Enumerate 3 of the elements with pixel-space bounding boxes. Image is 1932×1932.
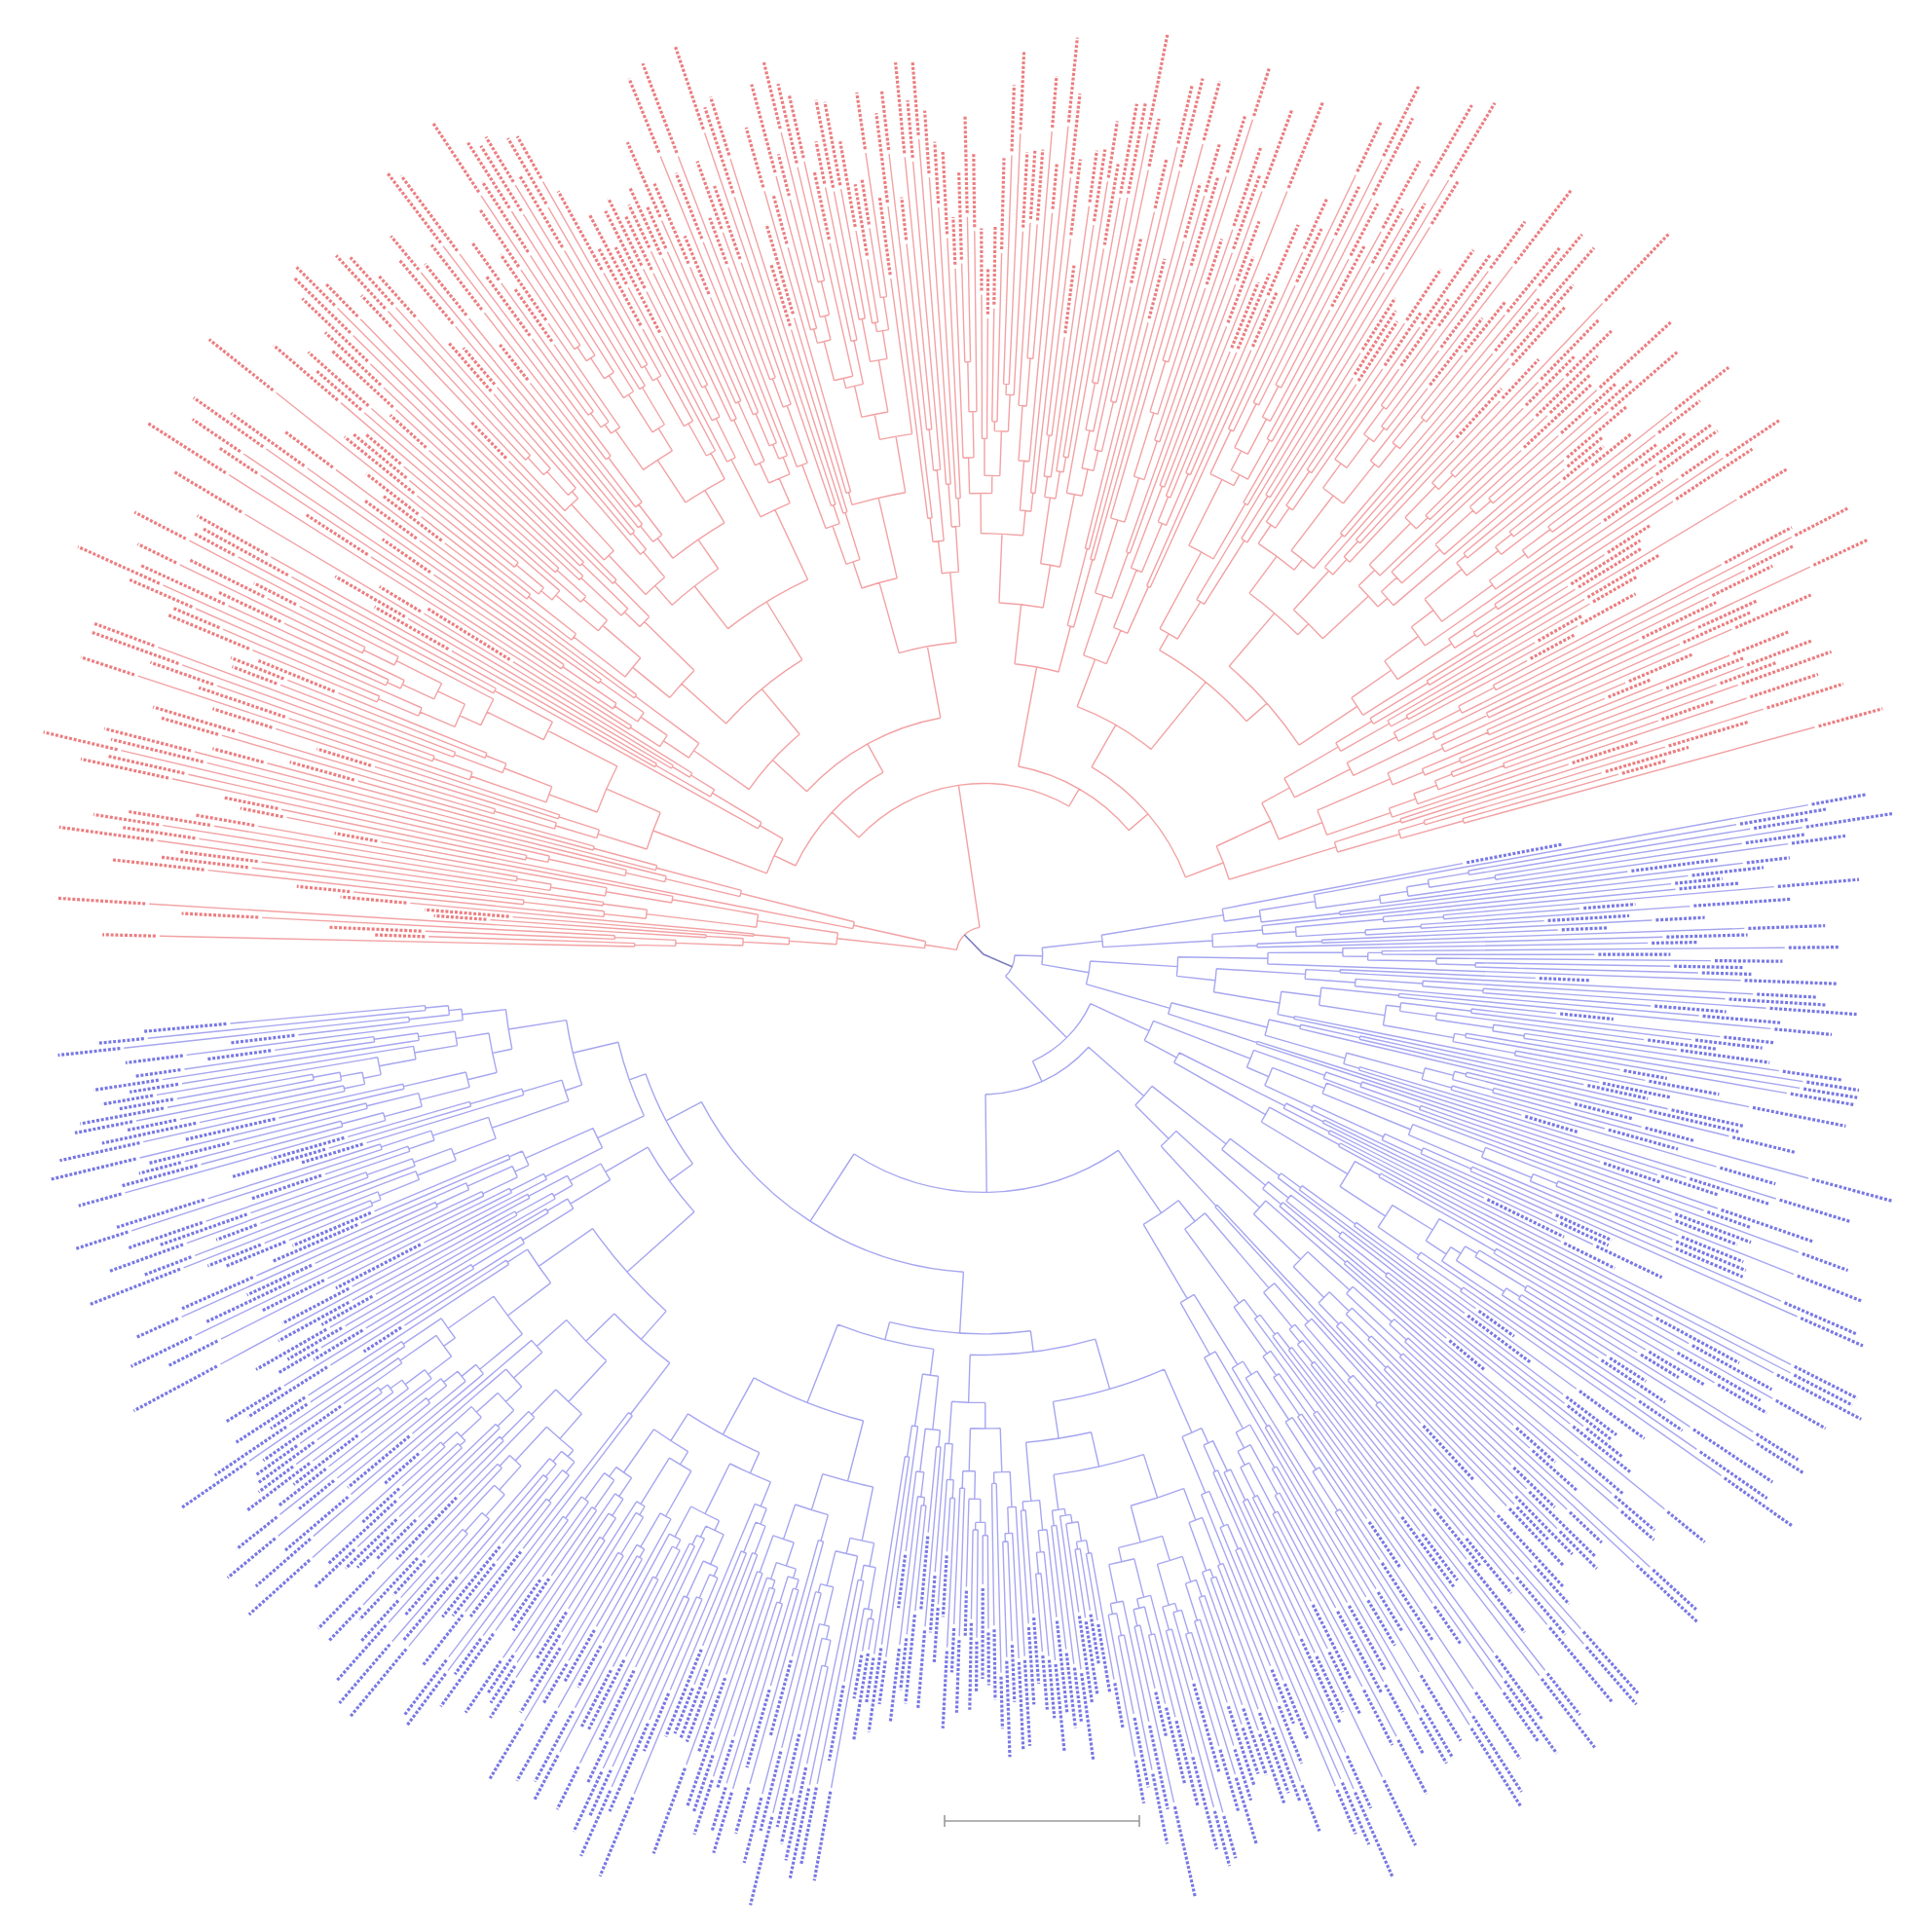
tree-clade — [42, 32, 1884, 951]
tree-clade — [50, 793, 1895, 1907]
root-branch — [963, 934, 1014, 968]
